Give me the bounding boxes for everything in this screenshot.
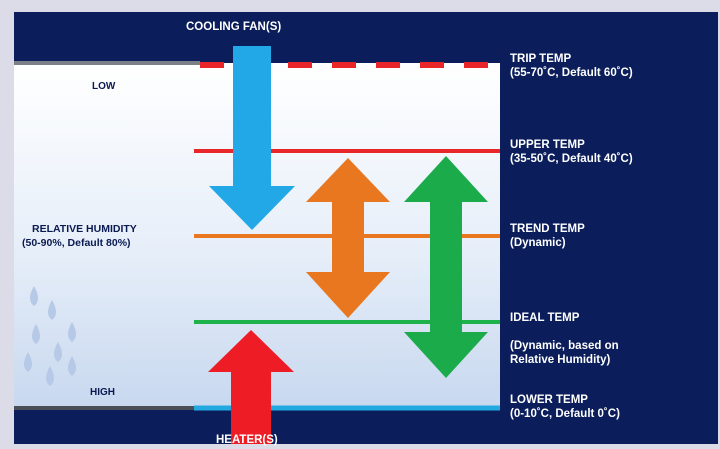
lower-temp-name: LOWER TEMP (510, 394, 588, 406)
lower-temp-detail: (0-10˚C, Default 0˚C) (510, 408, 620, 420)
high-edge-bar (14, 406, 200, 410)
trip-temp-name: TRIP TEMP (510, 53, 572, 65)
ideal-double-arrow (404, 156, 488, 378)
ideal-temp-name: IDEAL TEMP (510, 312, 580, 324)
ideal-temp-label: IDEAL TEMP (Dynamic, based on Relative H… (510, 297, 619, 381)
heater-arrow (208, 330, 294, 444)
cooling-fans-label: COOLING FAN(S) (186, 21, 282, 33)
trend-temp-label: TREND TEMP (Dynamic) (510, 222, 585, 250)
upper-temp-name: UPPER TEMP (510, 139, 585, 151)
humidity-low-label: LOW (92, 81, 116, 92)
trip-temp-detail: (55-70˚C, Default 60˚C) (510, 67, 633, 79)
heaters-label: HEATER(S) (216, 434, 278, 446)
upper-temp-label: UPPER TEMP (35-50˚C, Default 40˚C) (510, 138, 633, 166)
upper-temp-detail: (35-50˚C, Default 40˚C) (510, 153, 633, 165)
trend-double-arrow (306, 158, 390, 318)
water-drops-icon (24, 286, 76, 386)
humidity-title: RELATIVE HUMIDITY (32, 223, 137, 235)
cooling-arrow (209, 46, 295, 230)
trend-temp-detail: (Dynamic) (510, 237, 566, 249)
trend-temp-name: TREND TEMP (510, 223, 585, 235)
humidity-high-label: HIGH (90, 387, 115, 398)
humidity-range: (50-90%, Default 80%) (22, 237, 131, 249)
lower-temp-label: LOWER TEMP (0-10˚C, Default 0˚C) (510, 393, 620, 421)
trip-temp-label: TRIP TEMP (55-70˚C, Default 60˚C) (510, 52, 633, 80)
low-edge-bar (14, 61, 200, 65)
ideal-temp-detail: (Dynamic, based on Relative Humidity) (510, 340, 619, 366)
